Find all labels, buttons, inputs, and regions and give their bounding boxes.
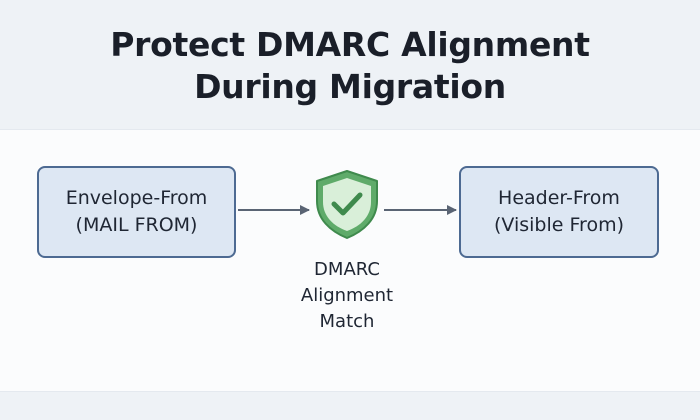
title-line-2: During Migration (194, 67, 506, 106)
diagram-title: Protect DMARC Alignment During Migration (0, 24, 700, 108)
match-label-line-1: DMARC (314, 259, 380, 280)
envelope-from-label: Envelope-From (65, 187, 208, 209)
header-from-box: Header-From (Visible From) (459, 166, 659, 258)
title-line-1: Protect DMARC Alignment (110, 25, 590, 64)
match-label-line-2: Alignment (300, 285, 394, 306)
shield-check-icon (316, 170, 378, 239)
visible-from-label: (Visible From) (493, 214, 624, 236)
envelope-from-box: Envelope-From (MAIL FROM) (37, 166, 236, 258)
alignment-match-label: DMARC Alignment Match (280, 257, 414, 335)
header-from-label: Header-From (498, 187, 620, 209)
match-label-line-3: Match (319, 311, 375, 332)
mail-from-label: (MAIL FROM) (75, 214, 198, 236)
